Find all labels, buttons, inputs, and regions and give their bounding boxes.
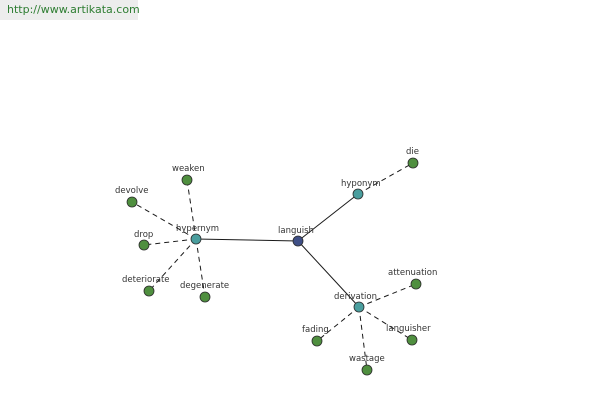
node-word-fading[interactable] (311, 335, 323, 347)
edge-root-hyponym (297, 193, 359, 242)
node-word-drop[interactable] (138, 239, 150, 251)
label-word-degenerate: degenerate (180, 281, 229, 291)
node-relation-hyponym[interactable] (352, 188, 364, 200)
node-word-weaken[interactable] (181, 174, 193, 186)
label-word-deteriorate: deteriorate (122, 275, 170, 285)
label-root: languish (278, 226, 314, 236)
label-word-fading: fading (302, 325, 329, 335)
site-url-banner[interactable]: http://www.artikata.com (0, 0, 140, 20)
node-word-wastage[interactable] (361, 364, 373, 376)
edge-hypernym-degenerate (195, 238, 206, 298)
edge-hypernym-devolve (131, 201, 197, 240)
label-word-die: die (406, 147, 419, 157)
graph-nodes (126, 157, 422, 376)
edge-hypernym-deteriorate (148, 238, 197, 292)
label-word-wastage: wastage (349, 354, 385, 364)
label-relation-hyponym: hyponym (341, 179, 381, 189)
label-word-languisher: languisher (386, 324, 431, 334)
node-relation-hypernym[interactable] (190, 233, 202, 245)
edge-root-hypernym (195, 238, 299, 242)
node-root[interactable] (292, 235, 304, 247)
edge-root-derivation (297, 240, 360, 308)
edge-hyponym-die (357, 162, 414, 195)
node-relation-derivation[interactable] (353, 301, 365, 313)
label-word-drop: drop (134, 230, 153, 240)
node-word-die[interactable] (407, 157, 419, 169)
label-relation-hypernym: hypernym (176, 224, 219, 234)
label-word-weaken: weaken (172, 164, 205, 174)
edge-derivation-wastage (358, 306, 368, 371)
label-relation-derivation: derivation (334, 292, 377, 302)
node-word-degenerate[interactable] (199, 291, 211, 303)
edge-derivation-attenuation (358, 283, 417, 308)
edge-hypernym-weaken (186, 179, 197, 240)
graph-labels: languish hypernym weaken devolve drop deterio… (115, 147, 437, 364)
node-word-deteriorate[interactable] (143, 285, 155, 297)
node-word-languisher[interactable] (406, 334, 418, 346)
node-word-devolve[interactable] (126, 196, 138, 208)
graph-edges (131, 162, 417, 371)
node-word-attenuation[interactable] (410, 278, 422, 290)
label-word-attenuation: attenuation (388, 268, 437, 278)
edge-derivation-fading (316, 306, 360, 342)
edge-derivation-languisher (358, 306, 413, 341)
label-word-devolve: devolve (115, 186, 148, 196)
